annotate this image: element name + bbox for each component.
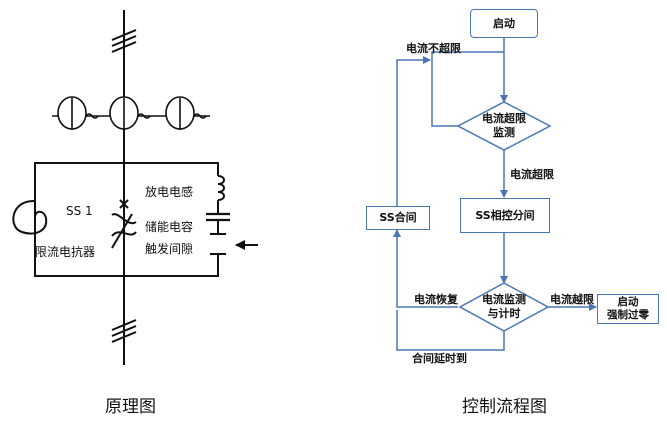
- monitor-over-limit-shape: [456, 101, 552, 151]
- recovered-label: 电流恢复: [414, 293, 458, 306]
- discharge-inductor-label: 放电电感: [145, 185, 194, 199]
- storage-capacitor-symbol: [206, 212, 230, 222]
- storage-capacitor-label: 储能电容: [145, 220, 194, 234]
- current-limiting-reactor-symbol: [12, 199, 48, 235]
- schematic-diagram: [12, 10, 258, 365]
- current-limiting-reactor-label: 限流电抗器: [35, 245, 96, 259]
- trigger-gap-symbol: [210, 233, 226, 264]
- monitor-over-limit-node: 电流超限 监测: [482, 112, 526, 139]
- bypass-loop: [34, 162, 219, 277]
- over-limit-2-label: 电流越限: [550, 293, 594, 306]
- flowchart-diagram: [393, 38, 597, 351]
- schematic-caption: 原理图: [105, 397, 156, 417]
- edge-not-over-limit-loop: [431, 51, 504, 127]
- not-over-limit-label: 电流不超限: [406, 42, 461, 55]
- ss1-switch-symbol: [111, 199, 137, 249]
- edge-ss-close-to-top: [396, 56, 431, 206]
- ss-phase-open-node: SS相控分间: [460, 198, 550, 233]
- ss1-label: SS 1: [66, 204, 93, 218]
- start-node: 启动: [470, 9, 538, 38]
- monitor-timing-node: 电流监测 与计时: [482, 293, 526, 320]
- current-transformer-row: [52, 96, 210, 130]
- edge-recovered: [393, 229, 458, 308]
- discharge-inductor-symbol: [217, 175, 225, 201]
- trigger-gap-label: 触发间隙: [145, 242, 194, 256]
- forced-zero-node: 启动 强制过零: [597, 294, 659, 324]
- edge-close-delay: [396, 310, 505, 351]
- over-limit-label: 电流超限: [510, 168, 554, 181]
- monitor-timing-shape: [458, 282, 550, 332]
- flowchart-caption: 控制流程图: [462, 397, 547, 417]
- bottom-phase-marks: [111, 319, 137, 343]
- top-phase-marks: [111, 29, 137, 53]
- close-delay-label: 合间延时到: [412, 352, 467, 365]
- ss-close-node: SS合间: [366, 206, 430, 230]
